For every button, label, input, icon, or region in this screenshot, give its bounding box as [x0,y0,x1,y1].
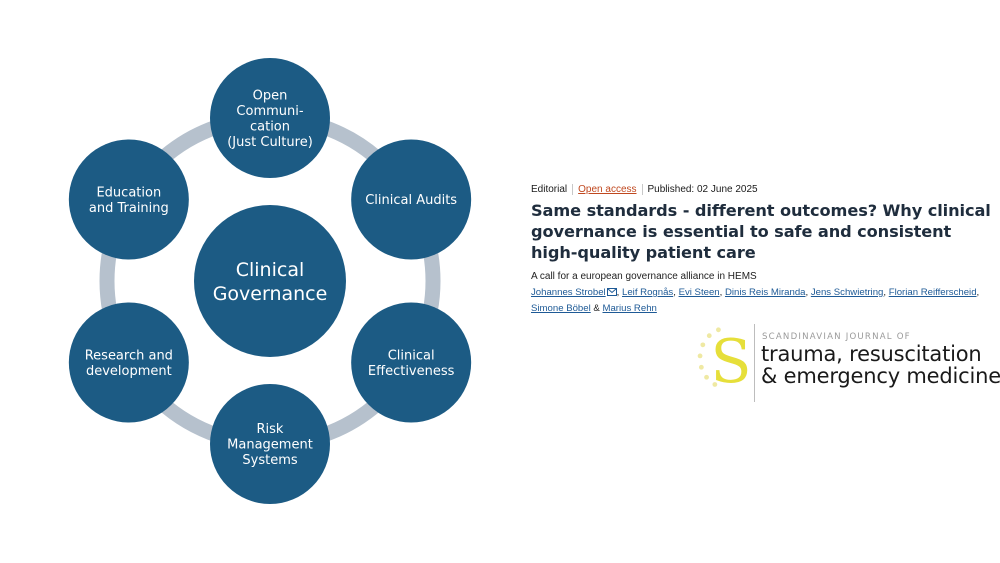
center-label-line-1: Clinical [236,259,305,281]
author-link[interactable]: Simone Böbel [531,303,591,314]
node-label-line: development [86,364,172,379]
node-label-line: Research and [85,348,173,363]
journal-mark-letter: S [710,327,751,397]
meta-divider [572,184,574,195]
node-label-line: Education [96,185,161,200]
node-label-line: Systems [242,453,297,468]
center-label-line-2: Governance [213,283,328,305]
author-link[interactable]: Dinis Reis Miranda [724,287,806,298]
node-label-line: Management [227,438,313,453]
logo-dot [704,374,709,380]
journal-mark-icon: S [697,327,752,397]
logo-dot [712,382,718,387]
author-link[interactable]: Leif Rognås [622,287,674,298]
journal-name-line-2: & emergency medicine [761,364,1000,388]
author-link[interactable]: Johannes Strobel [531,287,606,298]
node-clinical-audits: Clinical Audits [351,139,472,260]
article-title: Same standards - different outcomes? Why… [531,201,991,262]
logo-dot [700,342,706,348]
author-ampersand: & [593,303,600,314]
node-circle [210,384,330,504]
author-list: Johannes Strobel, Leif Rognås, Evi Steen… [531,287,980,314]
center-circle [194,205,346,357]
journal-name-line-1: trauma, resuscitation [761,342,982,366]
published-date: Published: 02 June 2025 [647,184,758,195]
author-link[interactable]: Marius Rehn [602,303,657,314]
article-type: Editorial [531,184,568,195]
author-link[interactable]: Jens Schwietring [810,287,884,298]
author-link[interactable]: Florian Reifferscheid [888,287,977,298]
node-label-line: Clinical Audits [365,193,457,208]
node-label-line: Effectiveness [368,364,455,379]
journal-name-prefix: SCANDINAVIAN JOURNAL OF [762,332,911,342]
logo-dots [697,327,721,387]
node-circle [68,139,189,260]
node-label-line: Risk [257,422,284,437]
email-icon[interactable] [606,288,617,296]
node-label-line: Communi- [236,104,303,119]
article-meta: Editorial Open access Published: 02 June… [531,183,991,196]
node-label-line: Clinical [388,348,435,363]
node-circle [351,302,472,423]
meta-divider [641,184,643,195]
journal-logo: S SCANDINAVIAN JOURNAL OF trauma, resusc… [694,320,1000,404]
node-circle [68,302,189,423]
article-subtitle: A call for a european governance allianc… [531,271,757,282]
logo-dot [697,353,703,359]
logo-dot [716,327,721,333]
node-circle [210,58,330,178]
logo-dot [706,333,712,339]
center-node: Clinical Governance [194,205,346,357]
open-access-link[interactable]: Open access [578,184,637,195]
author-link[interactable]: Evi Steen [678,287,720,298]
node-label-line: Open [253,88,288,103]
node-circle [351,139,472,260]
article-header: Editorial Open access Published: 02 June… [531,183,991,317]
node-label-line: and Training [89,201,169,216]
node-label-line: cation [250,119,290,134]
logo-divider [754,324,755,402]
node-label-line: (Just Culture) [227,135,313,150]
logo-dot [698,364,704,370]
